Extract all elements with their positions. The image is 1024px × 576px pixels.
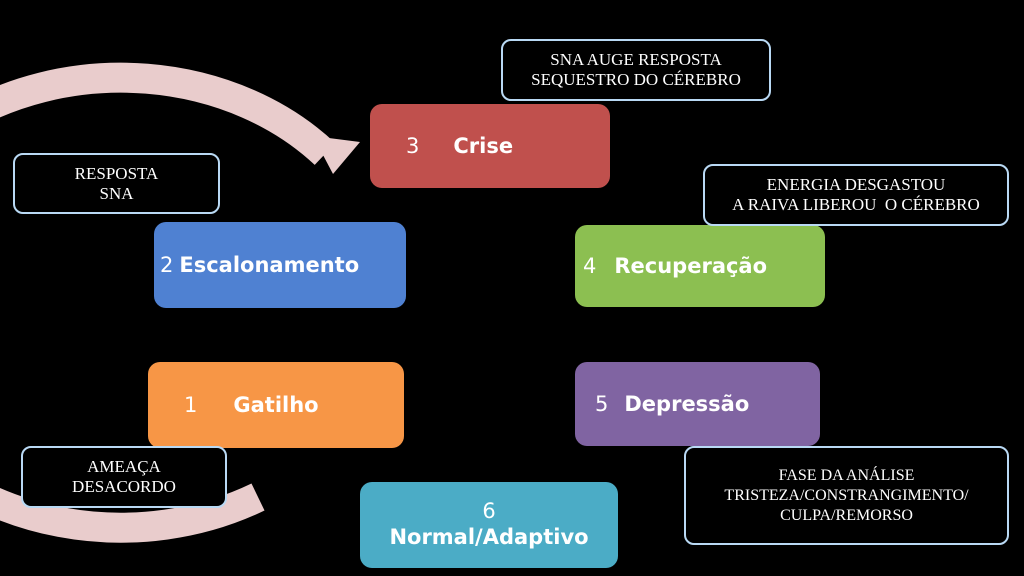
- note-escalonamento: RESPOSTA SNA: [13, 153, 220, 214]
- stage-label: Crise: [453, 134, 514, 158]
- note-crise: SNA AUGE RESPOSTA SEQUESTRO DO CÉREBRO: [501, 39, 771, 101]
- note-line: AMEAÇA: [87, 457, 161, 476]
- stage-recuperacao: 4 Recuperação: [575, 225, 825, 307]
- note-line: SNA: [99, 183, 134, 203]
- stage-gatilho: 1 Gatilho: [148, 362, 404, 448]
- cycle-ring-arc: [0, 62, 336, 543]
- note-recuperacao: ENERGIA DESGASTOU A RAIVA LIBEROU O CÉRE…: [703, 164, 1009, 226]
- stage-escalonamento: 2 Escalonamento: [154, 222, 406, 308]
- stage-label: Gatilho: [233, 393, 319, 417]
- stage-number: 5: [595, 392, 609, 416]
- stage-number: 4: [583, 254, 597, 278]
- note-line: RESPOSTA: [74, 163, 159, 183]
- cycle-arrow-head: [313, 136, 360, 174]
- stage-number: 6: [482, 499, 496, 523]
- stage-crise: 3 Crise: [370, 104, 610, 188]
- stage-label: Normal/Adaptivo: [389, 525, 589, 549]
- stage-number: 3: [406, 134, 420, 158]
- stage-label: Depressão: [624, 392, 750, 416]
- stage-number: 1: [184, 393, 198, 417]
- note-line: SNA AUGE RESPOSTA: [550, 50, 722, 69]
- note-line: DESACORDO: [72, 477, 176, 496]
- note-line: FASE DA ANÁLISE: [778, 466, 915, 484]
- note-depressao: FASE DA ANÁLISE TRISTEZA/CONSTRANGIMENTO…: [684, 446, 1009, 545]
- note-line: CULPA/REMORSO: [780, 506, 913, 524]
- note-gatilho: AMEAÇA DESACORDO: [21, 446, 227, 508]
- note-line: A RAIVA LIBEROU O CÉREBRO: [732, 195, 980, 214]
- note-line: SEQUESTRO DO CÉREBRO: [531, 70, 741, 89]
- stage-depressao: 5 Depressão: [575, 362, 820, 446]
- stage-normal: 6 Normal/Adaptivo: [360, 482, 618, 568]
- note-line: TRISTEZA/CONSTRANGIMENTO/: [724, 486, 969, 504]
- stage-number: 2: [160, 253, 174, 277]
- stage-label: Recuperação: [614, 254, 768, 278]
- note-line: ENERGIA DESGASTOU: [766, 175, 946, 194]
- stage-label: Escalonamento: [179, 253, 360, 277]
